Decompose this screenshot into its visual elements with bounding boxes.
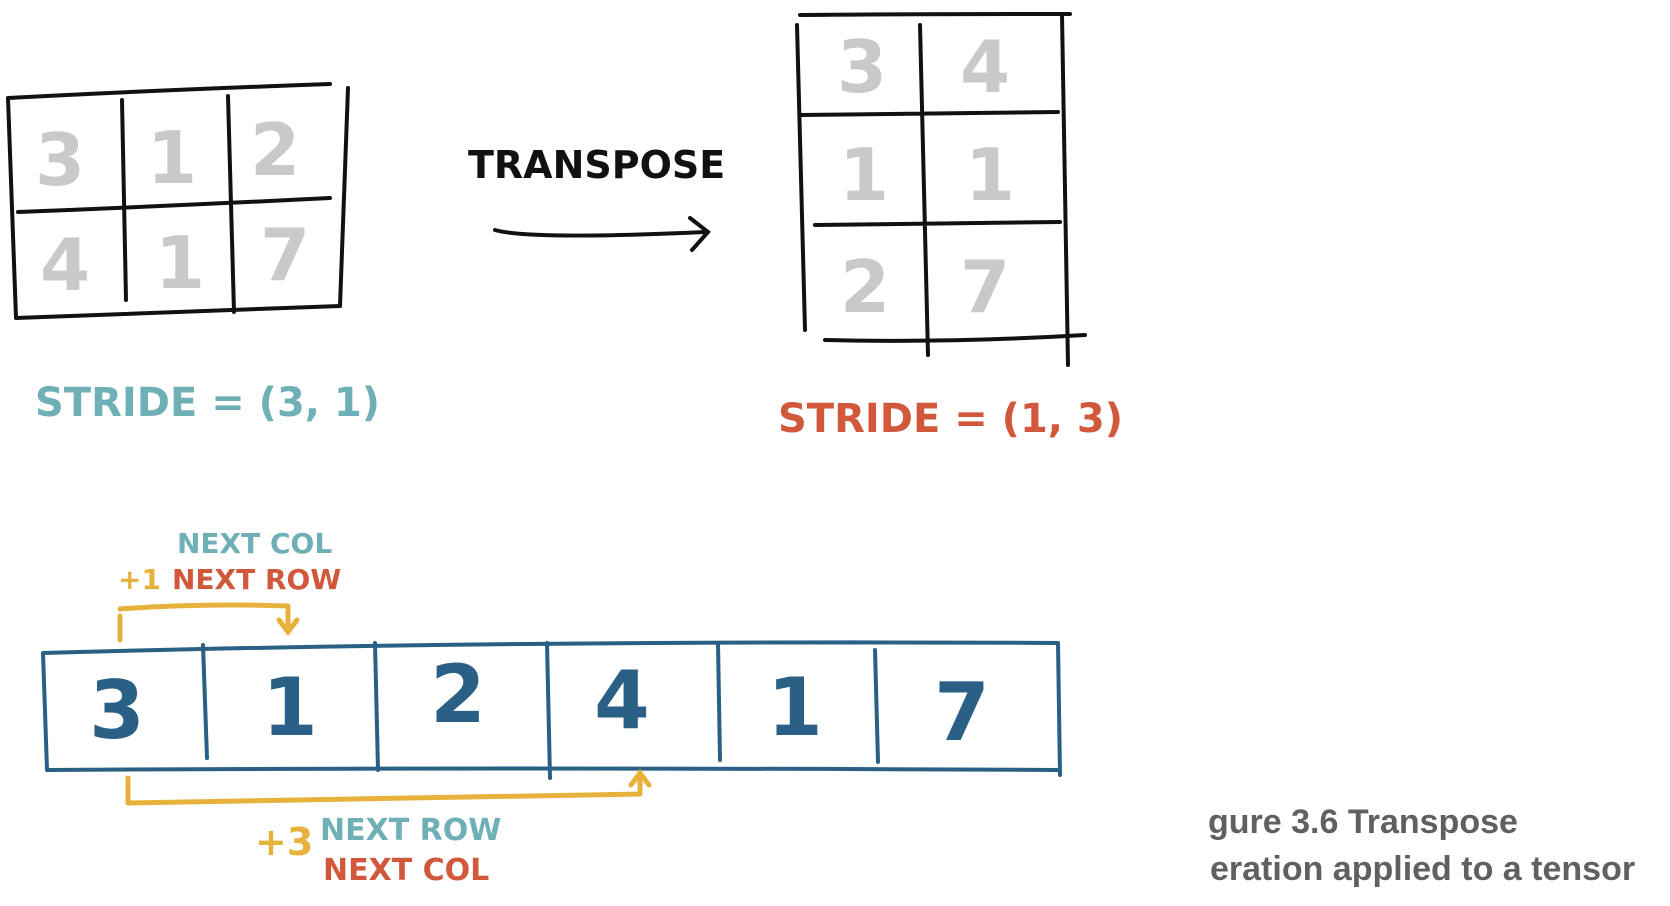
bottom-next-col-label: NEXT COL <box>323 853 489 888</box>
storage-cell-6: 7 <box>934 666 990 759</box>
transpose-arrow <box>493 216 711 252</box>
original-cell-r1c3: 2 <box>250 108 300 192</box>
caption-line-1: gure 3.6 Transpose <box>1208 803 1518 841</box>
original-cell-r2c2: 1 <box>155 221 205 305</box>
top-step-label: +1 <box>118 563 161 596</box>
bottom-step-label: +3 <box>255 820 313 864</box>
caption-line-2: eration applied to a tensor <box>1210 850 1635 888</box>
top-next-col-label: NEXT COL <box>177 527 332 560</box>
storage-dividers <box>201 641 880 780</box>
storage-border <box>41 640 1062 777</box>
original-grid-values: 3 1 2 4 1 7 <box>35 108 310 307</box>
storage-cell-3: 2 <box>430 648 486 741</box>
transposed-grid-values: 3 4 1 1 2 7 <box>837 25 1015 329</box>
transposed-stride-label: STRIDE = (1, 3) <box>778 396 1123 442</box>
top-annotation: NEXT COL +1 NEXT ROW <box>118 527 341 596</box>
top-bracket <box>117 602 300 643</box>
original-stride-label: STRIDE = (3, 1) <box>35 380 380 426</box>
storage-array <box>41 640 1062 780</box>
original-grid-border <box>6 82 350 320</box>
original-cell-r2c1: 4 <box>40 223 90 307</box>
storage-values: 3 1 2 4 1 7 <box>89 648 990 759</box>
storage-cell-1: 3 <box>89 664 145 757</box>
original-cell-r1c1: 3 <box>35 118 85 202</box>
figure-caption: gure 3.6 Transpose eration applied to a … <box>1208 803 1635 888</box>
transposed-cell-r2c1: 1 <box>839 133 889 217</box>
storage-cell-4: 4 <box>594 654 650 747</box>
original-cell-r1c2: 1 <box>147 116 197 200</box>
bottom-annotation: +3 NEXT ROW NEXT COL <box>255 813 501 888</box>
bottom-bracket <box>125 768 652 806</box>
storage-cell-2: 1 <box>262 661 318 754</box>
transposed-tensor <box>795 12 1087 367</box>
storage-cell-5: 1 <box>767 661 823 754</box>
bottom-next-row-label: NEXT ROW <box>320 813 501 848</box>
top-next-row-label: NEXT ROW <box>172 563 341 596</box>
original-cell-r2c3: 7 <box>260 213 310 297</box>
transposed-cell-r2c2: 1 <box>965 133 1015 217</box>
transposed-grid-border <box>795 12 1087 367</box>
transposed-cell-r1c2: 4 <box>960 25 1010 109</box>
original-tensor <box>6 82 350 320</box>
transposed-cell-r3c1: 2 <box>840 245 890 329</box>
transposed-cell-r1c1: 3 <box>837 25 887 109</box>
transpose-label: TRANSPOSE <box>468 143 725 187</box>
transposed-cell-r3c2: 7 <box>960 245 1010 329</box>
